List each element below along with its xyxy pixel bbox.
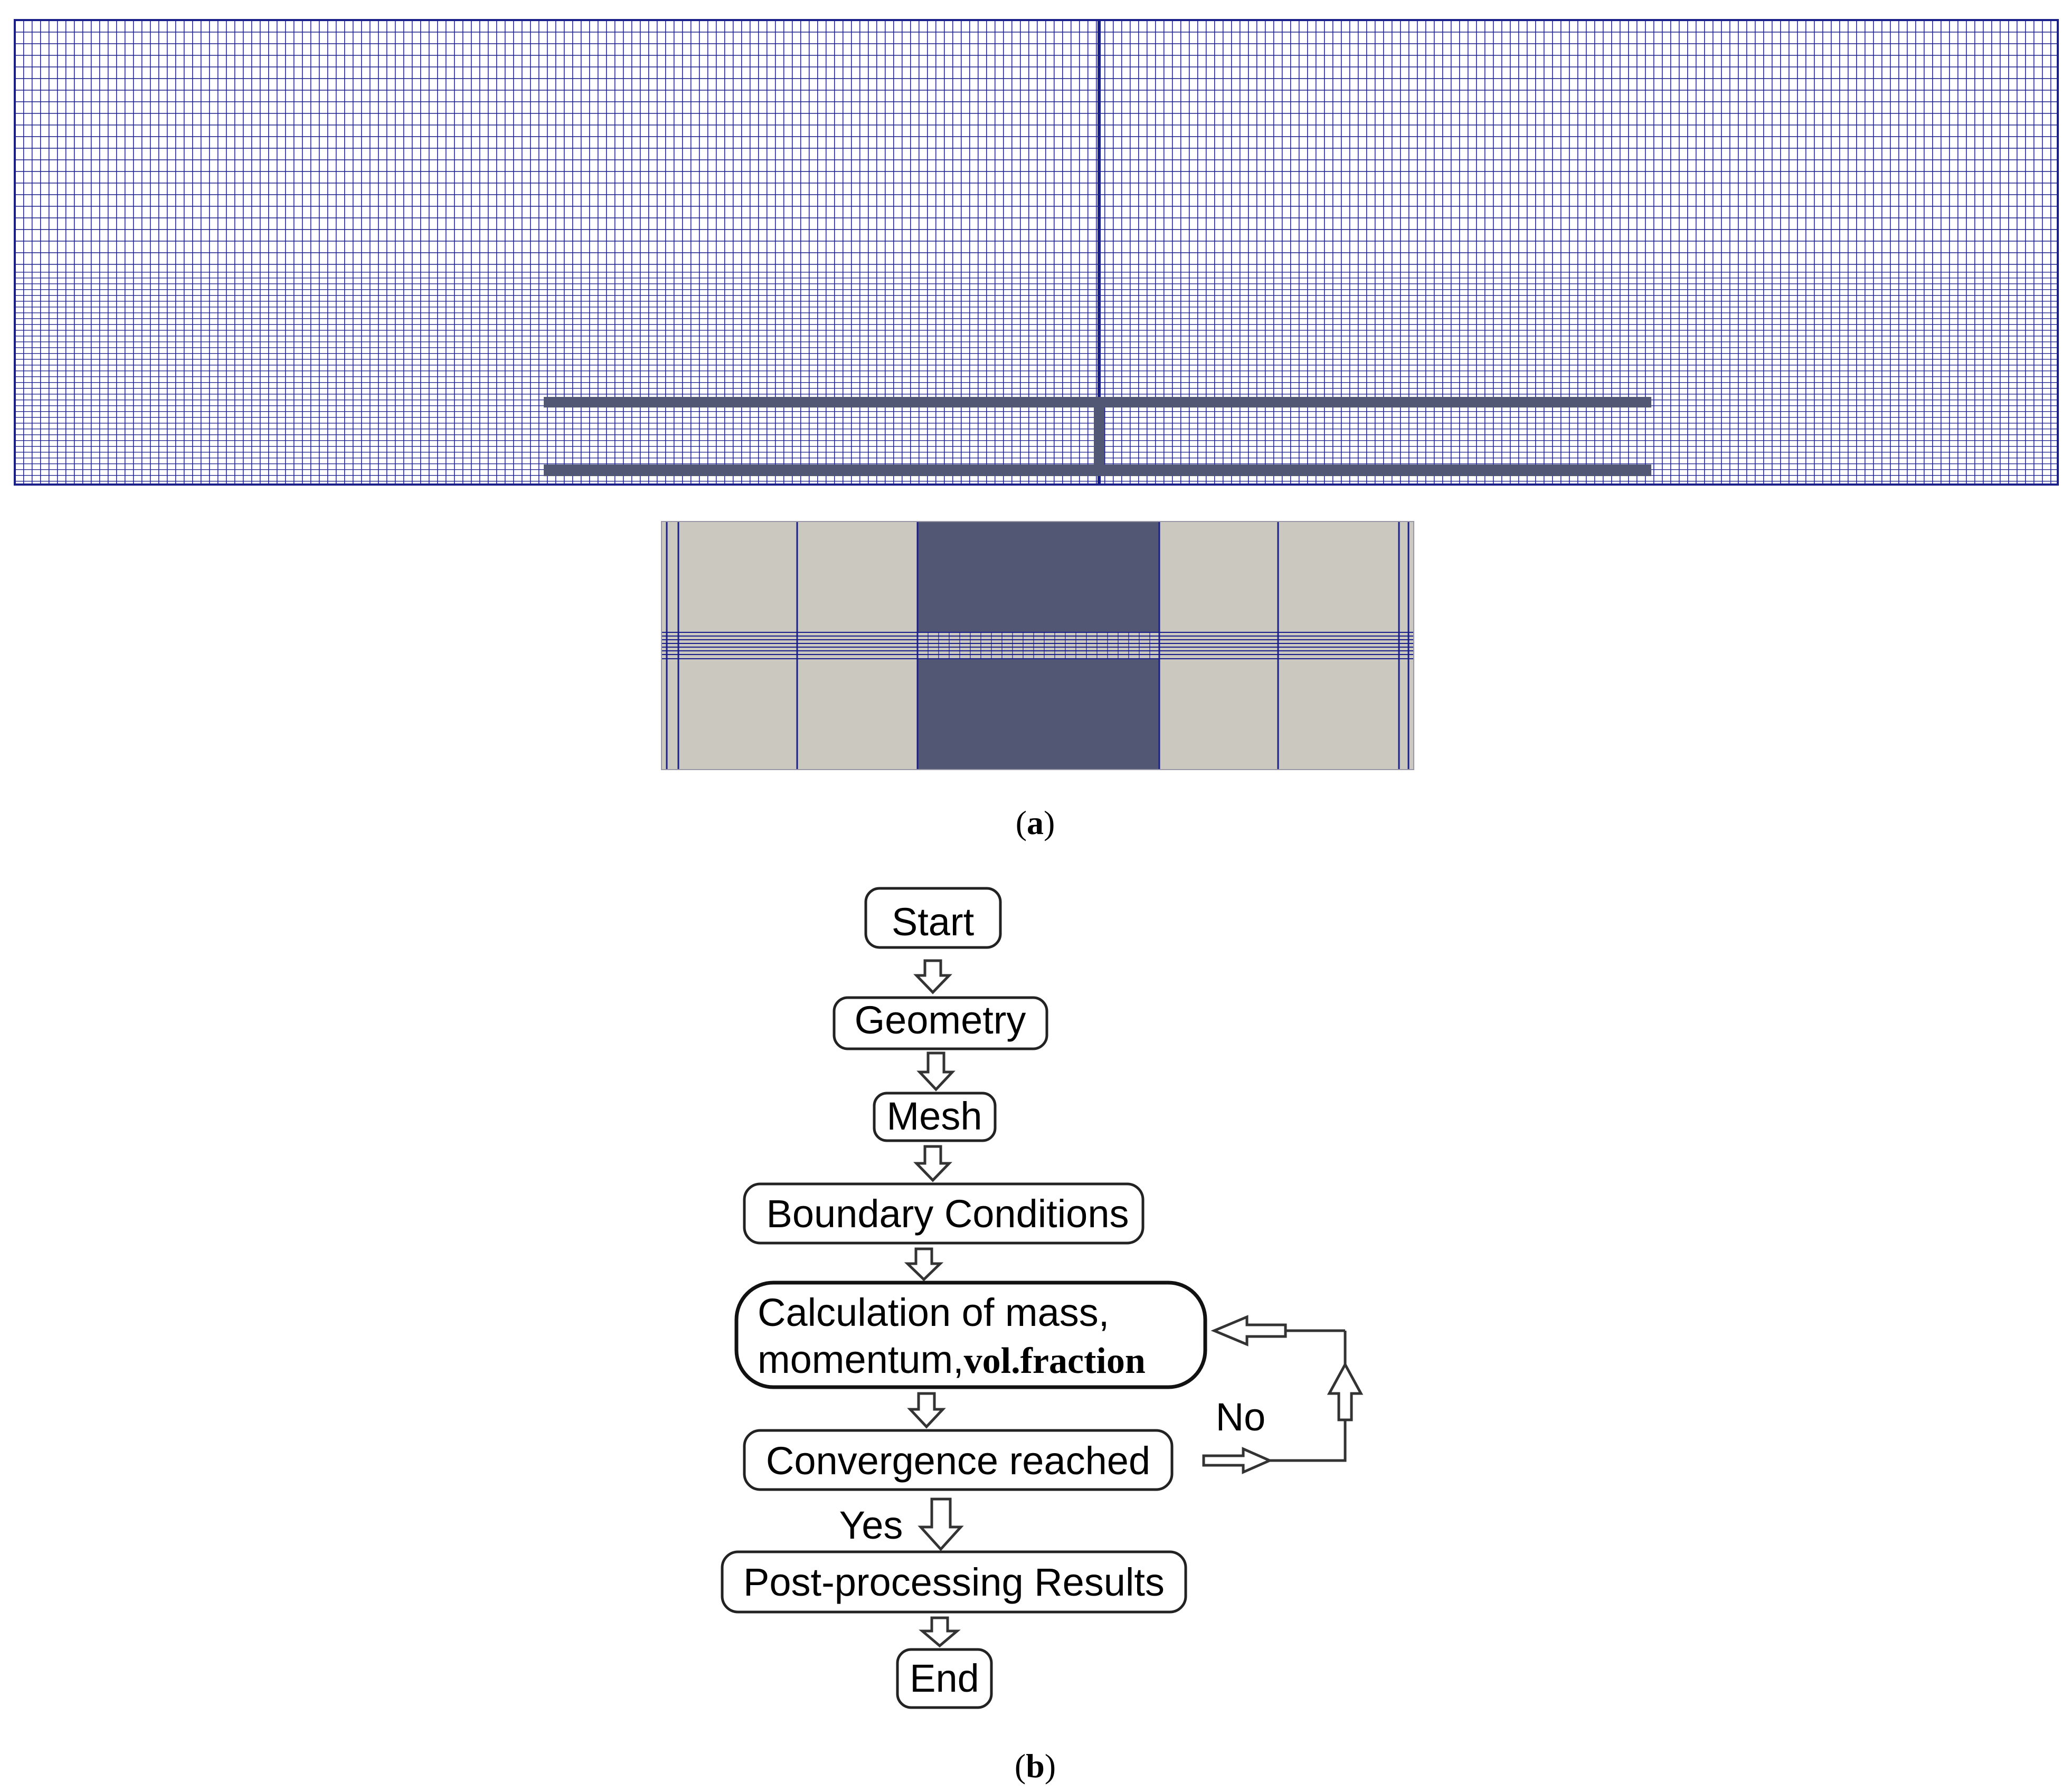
arrow-post-end: [919, 1616, 961, 1648]
caption-a: (a): [1016, 804, 1055, 841]
lower-plate: [544, 464, 1651, 476]
node-post-processing: Post-processing Results: [721, 1550, 1187, 1614]
node-geometry: Geometry: [833, 996, 1048, 1050]
node-convergence-label: Convergence reached: [766, 1439, 1150, 1483]
upper-plate: [544, 397, 1651, 407]
feedback-loop: [1202, 1315, 1364, 1474]
node-mesh-label: Mesh: [887, 1094, 982, 1138]
node-boundary-label: Boundary Conditions: [767, 1192, 1129, 1236]
arrow-loop-left: [1211, 1315, 1287, 1347]
mesh-coarse-region: [15, 20, 2058, 272]
arrow-mesh-boundary: [913, 1145, 952, 1182]
mesh-outline: [14, 19, 2059, 486]
arrow-calculation-convergence: [907, 1392, 946, 1429]
mesh-zoom-inset: [661, 521, 1414, 770]
node-calculation: Calculation of mass, momentum,vol.fracti…: [734, 1281, 1207, 1389]
node-end-label: End: [910, 1656, 979, 1700]
node-convergence: Convergence reached: [743, 1429, 1174, 1491]
center-stem: [1094, 407, 1104, 466]
zoom-solid-upper: [918, 522, 1159, 632]
node-end: End: [896, 1648, 993, 1709]
zoom-solid-lower: [918, 659, 1159, 770]
node-calculation-line2: momentum,vol.fraction: [758, 1338, 1146, 1381]
loop-line: [1270, 1331, 1347, 1462]
node-mesh: Mesh: [873, 1092, 997, 1142]
zoom-gap-fine-cells: [928, 632, 1150, 659]
zoom-outline: [661, 521, 1414, 770]
arrow-boundary-calculation: [904, 1247, 944, 1282]
arrow-no-right: [1202, 1447, 1273, 1474]
zoom-grid-verticals: [666, 522, 1410, 770]
label-yes: Yes: [839, 1503, 903, 1547]
mesh-fine-region: [15, 272, 2058, 485]
arrow-convergence-post: [918, 1497, 964, 1551]
flowchart: Start Geometry Mesh Boundary Conditions …: [721, 887, 1364, 1709]
zoom-gap-lines: [661, 632, 1414, 659]
node-post-label: Post-processing Results: [743, 1560, 1165, 1604]
arrow-start-geometry: [913, 959, 952, 994]
node-boundary-conditions: Boundary Conditions: [743, 1182, 1145, 1245]
node-calculation-line1: Calculation of mass,: [758, 1291, 1109, 1334]
arrow-loop-up: [1327, 1361, 1364, 1421]
node-geometry-label: Geometry: [855, 998, 1026, 1042]
node-start: Start: [864, 887, 1002, 949]
mesh-overview: [14, 19, 2059, 486]
node-start-label: Start: [892, 900, 975, 944]
arrow-geometry-mesh: [916, 1051, 956, 1092]
label-no: No: [1216, 1395, 1266, 1439]
caption-b: (b): [1015, 1747, 1056, 1785]
